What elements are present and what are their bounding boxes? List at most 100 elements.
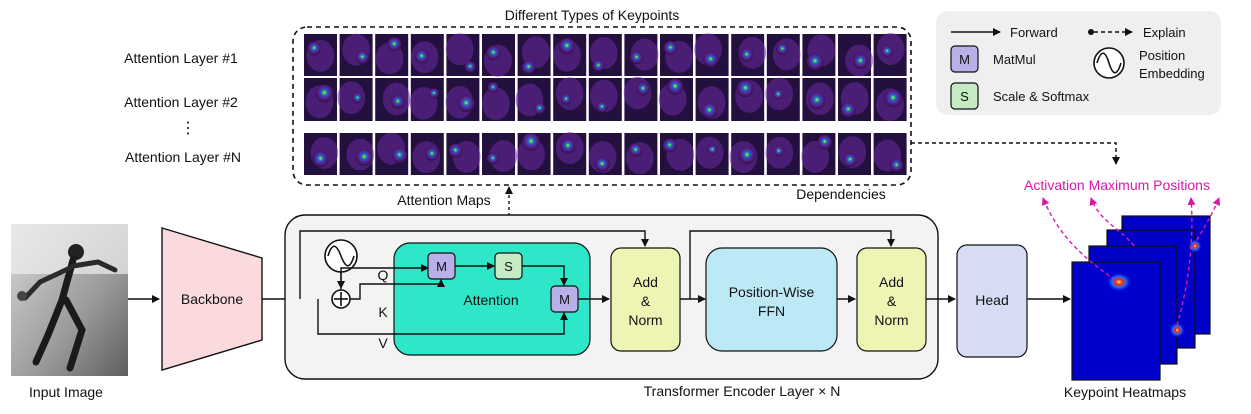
attention-hotspot — [738, 146, 756, 164]
attention-maps-label: Attention Maps — [397, 192, 490, 208]
attention-haze — [521, 36, 550, 69]
residual-2 — [689, 230, 895, 299]
head-block — [956, 244, 1028, 358]
activation-maximum-label: Activation Maximum Positions — [1024, 177, 1210, 193]
legend-softmax-icon — [950, 82, 979, 110]
attention-hotspot — [889, 158, 904, 172]
v-path — [317, 299, 568, 335]
attention-hotspot — [387, 37, 402, 52]
heatmaps-label: Keypoint Heatmaps — [1064, 384, 1186, 400]
attention-hotspot — [806, 53, 824, 71]
attention-hotspot — [315, 84, 334, 103]
attention-hotspot — [701, 102, 718, 119]
attention-hotspot — [457, 95, 475, 113]
attention-hotspot — [596, 101, 608, 113]
attention-hotspot — [391, 147, 408, 163]
arrow-s-m2 — [522, 265, 568, 286]
attention-hotspot — [355, 149, 373, 166]
legend-explain-dot — [1088, 29, 1094, 35]
keypoints-title: Different Types of Keypoints — [505, 7, 680, 23]
attention-map-tiles — [304, 33, 907, 175]
attention-hotspot — [808, 91, 826, 110]
attention-hotspot — [487, 152, 499, 165]
head-label: Head — [975, 292, 1008, 308]
attention-hotspot — [703, 51, 719, 68]
activation-arrow-1 — [1041, 197, 1116, 281]
input-image-label: Input Image — [29, 384, 103, 400]
matmul-qk-symbol: M — [436, 259, 447, 274]
attention-hotspot — [486, 45, 501, 61]
legend-position-label-2: Embedding — [1139, 66, 1205, 81]
attention-hotspot — [312, 150, 329, 168]
explain-arrow-dependencies — [911, 142, 1120, 165]
attention-hotspot — [352, 92, 363, 104]
legend-explain-label: Explain — [1143, 25, 1186, 40]
attention-hotspot — [487, 82, 499, 93]
attention-hotspot — [521, 60, 536, 75]
layer-label-2: Attention Layer #2 — [124, 94, 238, 110]
attention-hotspot — [425, 147, 439, 161]
legend-softmax-symbol: S — [960, 89, 969, 104]
attention-hotspot — [817, 134, 832, 150]
attention-hotspot — [843, 152, 858, 167]
attention-haze — [801, 140, 830, 173]
input-image — [11, 224, 128, 376]
add-norm-1-line1: Add — [633, 274, 658, 290]
attention-hotspot — [594, 156, 610, 172]
attention-hotspot — [773, 89, 784, 100]
legend-position-label-1: Position — [1139, 48, 1185, 63]
legend-matmul-label: MatMul — [993, 52, 1036, 67]
attention-hotspot — [663, 41, 678, 55]
attention-hotspot — [628, 143, 643, 157]
attention-hotspot — [448, 143, 463, 158]
v-label: V — [378, 335, 388, 351]
attention-haze — [481, 87, 510, 121]
attention-hotspot — [739, 48, 754, 62]
add-norm-1-line3: Norm — [628, 312, 662, 328]
attention-hotspot — [662, 138, 677, 153]
attention-label: Attention — [463, 292, 518, 308]
add-norm-2-line1: Add — [879, 274, 904, 290]
attention-hotspot — [533, 102, 546, 114]
layer-label-ellipsis: ⋮ — [180, 120, 196, 137]
encoder-layer-label: Transformer Encoder Layer × N — [644, 383, 841, 399]
attention-hotspot — [464, 61, 476, 73]
legend-matmul-symbol: M — [959, 52, 970, 67]
backbone-label: Backbone — [181, 291, 243, 307]
attention-hotspot — [707, 144, 718, 155]
dependencies-label: Dependencies — [796, 186, 886, 202]
legend-box — [936, 11, 1221, 115]
activation-arrow-2 — [1089, 197, 1135, 247]
add-norm-1-line2: & — [641, 293, 651, 309]
ffn-line2: FFN — [758, 303, 785, 319]
attention-hotspot — [558, 38, 575, 55]
layer-label-1: Attention Layer #1 — [124, 50, 238, 66]
k-path — [350, 279, 445, 300]
attention-hotspot — [390, 94, 405, 109]
attention-hotspot — [414, 49, 429, 64]
attention-hotspot — [560, 93, 572, 105]
attention-hotspot — [522, 133, 540, 151]
attention-haze — [590, 79, 618, 113]
sine-wave-icon — [327, 245, 355, 267]
attention-hotspot — [560, 138, 576, 154]
attention-hotspot — [840, 102, 856, 118]
attention-hotspot — [307, 41, 321, 56]
attention-hotspot — [636, 82, 650, 96]
attention-haze — [337, 81, 366, 115]
attention-hotspot — [629, 50, 644, 65]
attention-hotspot — [592, 59, 605, 72]
q-label: Q — [378, 267, 389, 283]
legend-forward-label: Forward — [1010, 25, 1058, 40]
attention-haze — [772, 38, 801, 71]
ffn-line1: Position-Wise — [729, 284, 815, 300]
q-path — [340, 264, 429, 290]
backbone-block — [161, 227, 263, 371]
attention-hotspot — [667, 78, 684, 95]
attention-hotspot — [428, 88, 439, 99]
attention-hotspot — [881, 45, 894, 58]
sine-wave-icon — [1096, 52, 1122, 74]
legend-matmul-icon — [950, 45, 979, 73]
scale-softmax-symbol: S — [504, 259, 513, 274]
